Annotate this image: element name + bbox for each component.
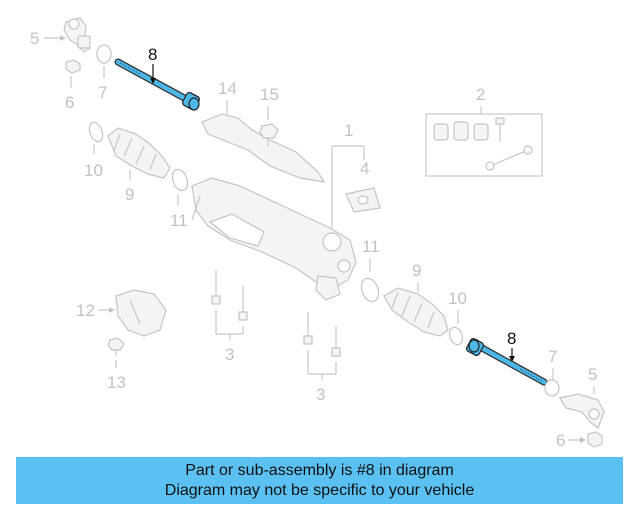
ring-7-top: [96, 44, 112, 64]
ring-7-bottom: [544, 379, 560, 397]
callout-7-top[interactable]: 7: [98, 66, 107, 102]
svg-text:1: 1: [344, 121, 353, 140]
svg-text:11: 11: [362, 237, 380, 256]
callout-3-lower[interactable]: 3: [307, 350, 337, 404]
callout-10-bottom[interactable]: 10: [448, 289, 467, 324]
svg-text:6: 6: [65, 93, 74, 112]
svg-text:4: 4: [360, 159, 369, 178]
nut-bottom-right: [587, 431, 603, 448]
heat-shield: [201, 113, 326, 183]
svg-text:2: 2: [476, 85, 485, 104]
callout-14[interactable]: 14: [218, 79, 237, 114]
callout-5-bottom[interactable]: 5: [588, 365, 597, 394]
svg-text:15: 15: [260, 85, 279, 104]
svg-text:10: 10: [448, 289, 467, 308]
callout-9-bottom[interactable]: 9: [412, 261, 421, 292]
boot-9-bottom: [383, 287, 449, 337]
clamp-10-bottom: [448, 326, 464, 346]
parts-diagram: 5 6 7 8 14 15: [30, 17, 605, 450]
banner-line-2: Diagram may not be specific to your vehi…: [164, 482, 475, 499]
bolts-3-lower: [303, 312, 341, 357]
bolt-13: [107, 337, 125, 356]
svg-text:14: 14: [218, 79, 237, 98]
callout-2[interactable]: 2: [476, 85, 485, 114]
banner-line-1: Part or sub-assembly is #8 in diagram: [185, 462, 454, 479]
outer-tie-rod-end-bottom: [559, 393, 605, 429]
svg-text:6: 6: [556, 431, 565, 450]
boot-9-top: [107, 127, 171, 179]
nut-top-left: [65, 59, 81, 74]
callout-8-bottom[interactable]: 8: [507, 329, 516, 362]
svg-text:5: 5: [588, 365, 597, 384]
mount-kit-box: [425, 113, 543, 177]
callout-8-top[interactable]: 8: [148, 45, 157, 84]
clamp-11-bottom: [360, 277, 380, 303]
outer-tie-rod-end-top: [63, 17, 91, 53]
bolts-3-upper: [211, 270, 248, 321]
svg-text:10: 10: [84, 161, 103, 180]
callout-9-top[interactable]: 9: [125, 170, 134, 204]
callout-11-bottom[interactable]: 11: [362, 237, 380, 272]
svg-text:12: 12: [76, 301, 95, 320]
callout-10-top[interactable]: 10: [84, 144, 103, 180]
svg-text:8: 8: [507, 329, 516, 348]
svg-text:11: 11: [170, 211, 188, 230]
svg-text:8: 8: [148, 45, 157, 64]
inner-tie-rod-top-highlighted[interactable]: [114, 58, 201, 111]
callout-13[interactable]: 13: [107, 360, 126, 392]
svg-text:3: 3: [316, 385, 325, 404]
callout-15[interactable]: 15: [260, 85, 279, 120]
callout-6-top[interactable]: 6: [65, 76, 74, 112]
callout-1[interactable]: 1: [331, 121, 365, 228]
callout-12[interactable]: 12: [76, 301, 115, 320]
callout-6-bottom[interactable]: 6: [556, 431, 586, 450]
svg-text:7: 7: [548, 347, 557, 366]
clamp-10-top: [88, 121, 104, 143]
svg-text:13: 13: [107, 373, 126, 392]
clamp-11-top: [171, 168, 189, 192]
bracket-12: [115, 289, 167, 337]
callout-4[interactable]: 4: [360, 159, 369, 178]
svg-text:9: 9: [125, 185, 134, 204]
callout-7-bottom[interactable]: 7: [548, 347, 557, 380]
mount-bushing: [345, 187, 381, 213]
callout-3-upper[interactable]: 3: [215, 310, 244, 364]
svg-text:7: 7: [98, 83, 107, 102]
svg-text:5: 5: [30, 29, 39, 48]
bolt-15: [259, 123, 279, 146]
svg-text:9: 9: [412, 261, 421, 280]
info-banner: Part or sub-assembly is #8 in diagram Di…: [16, 457, 623, 504]
svg-text:3: 3: [225, 345, 234, 364]
callout-11-top[interactable]: 11: [170, 194, 188, 230]
steering-gear-assembly: [191, 177, 357, 301]
callout-5-top[interactable]: 5: [30, 29, 66, 48]
inner-tie-rod-bottom-highlighted[interactable]: [465, 337, 548, 386]
